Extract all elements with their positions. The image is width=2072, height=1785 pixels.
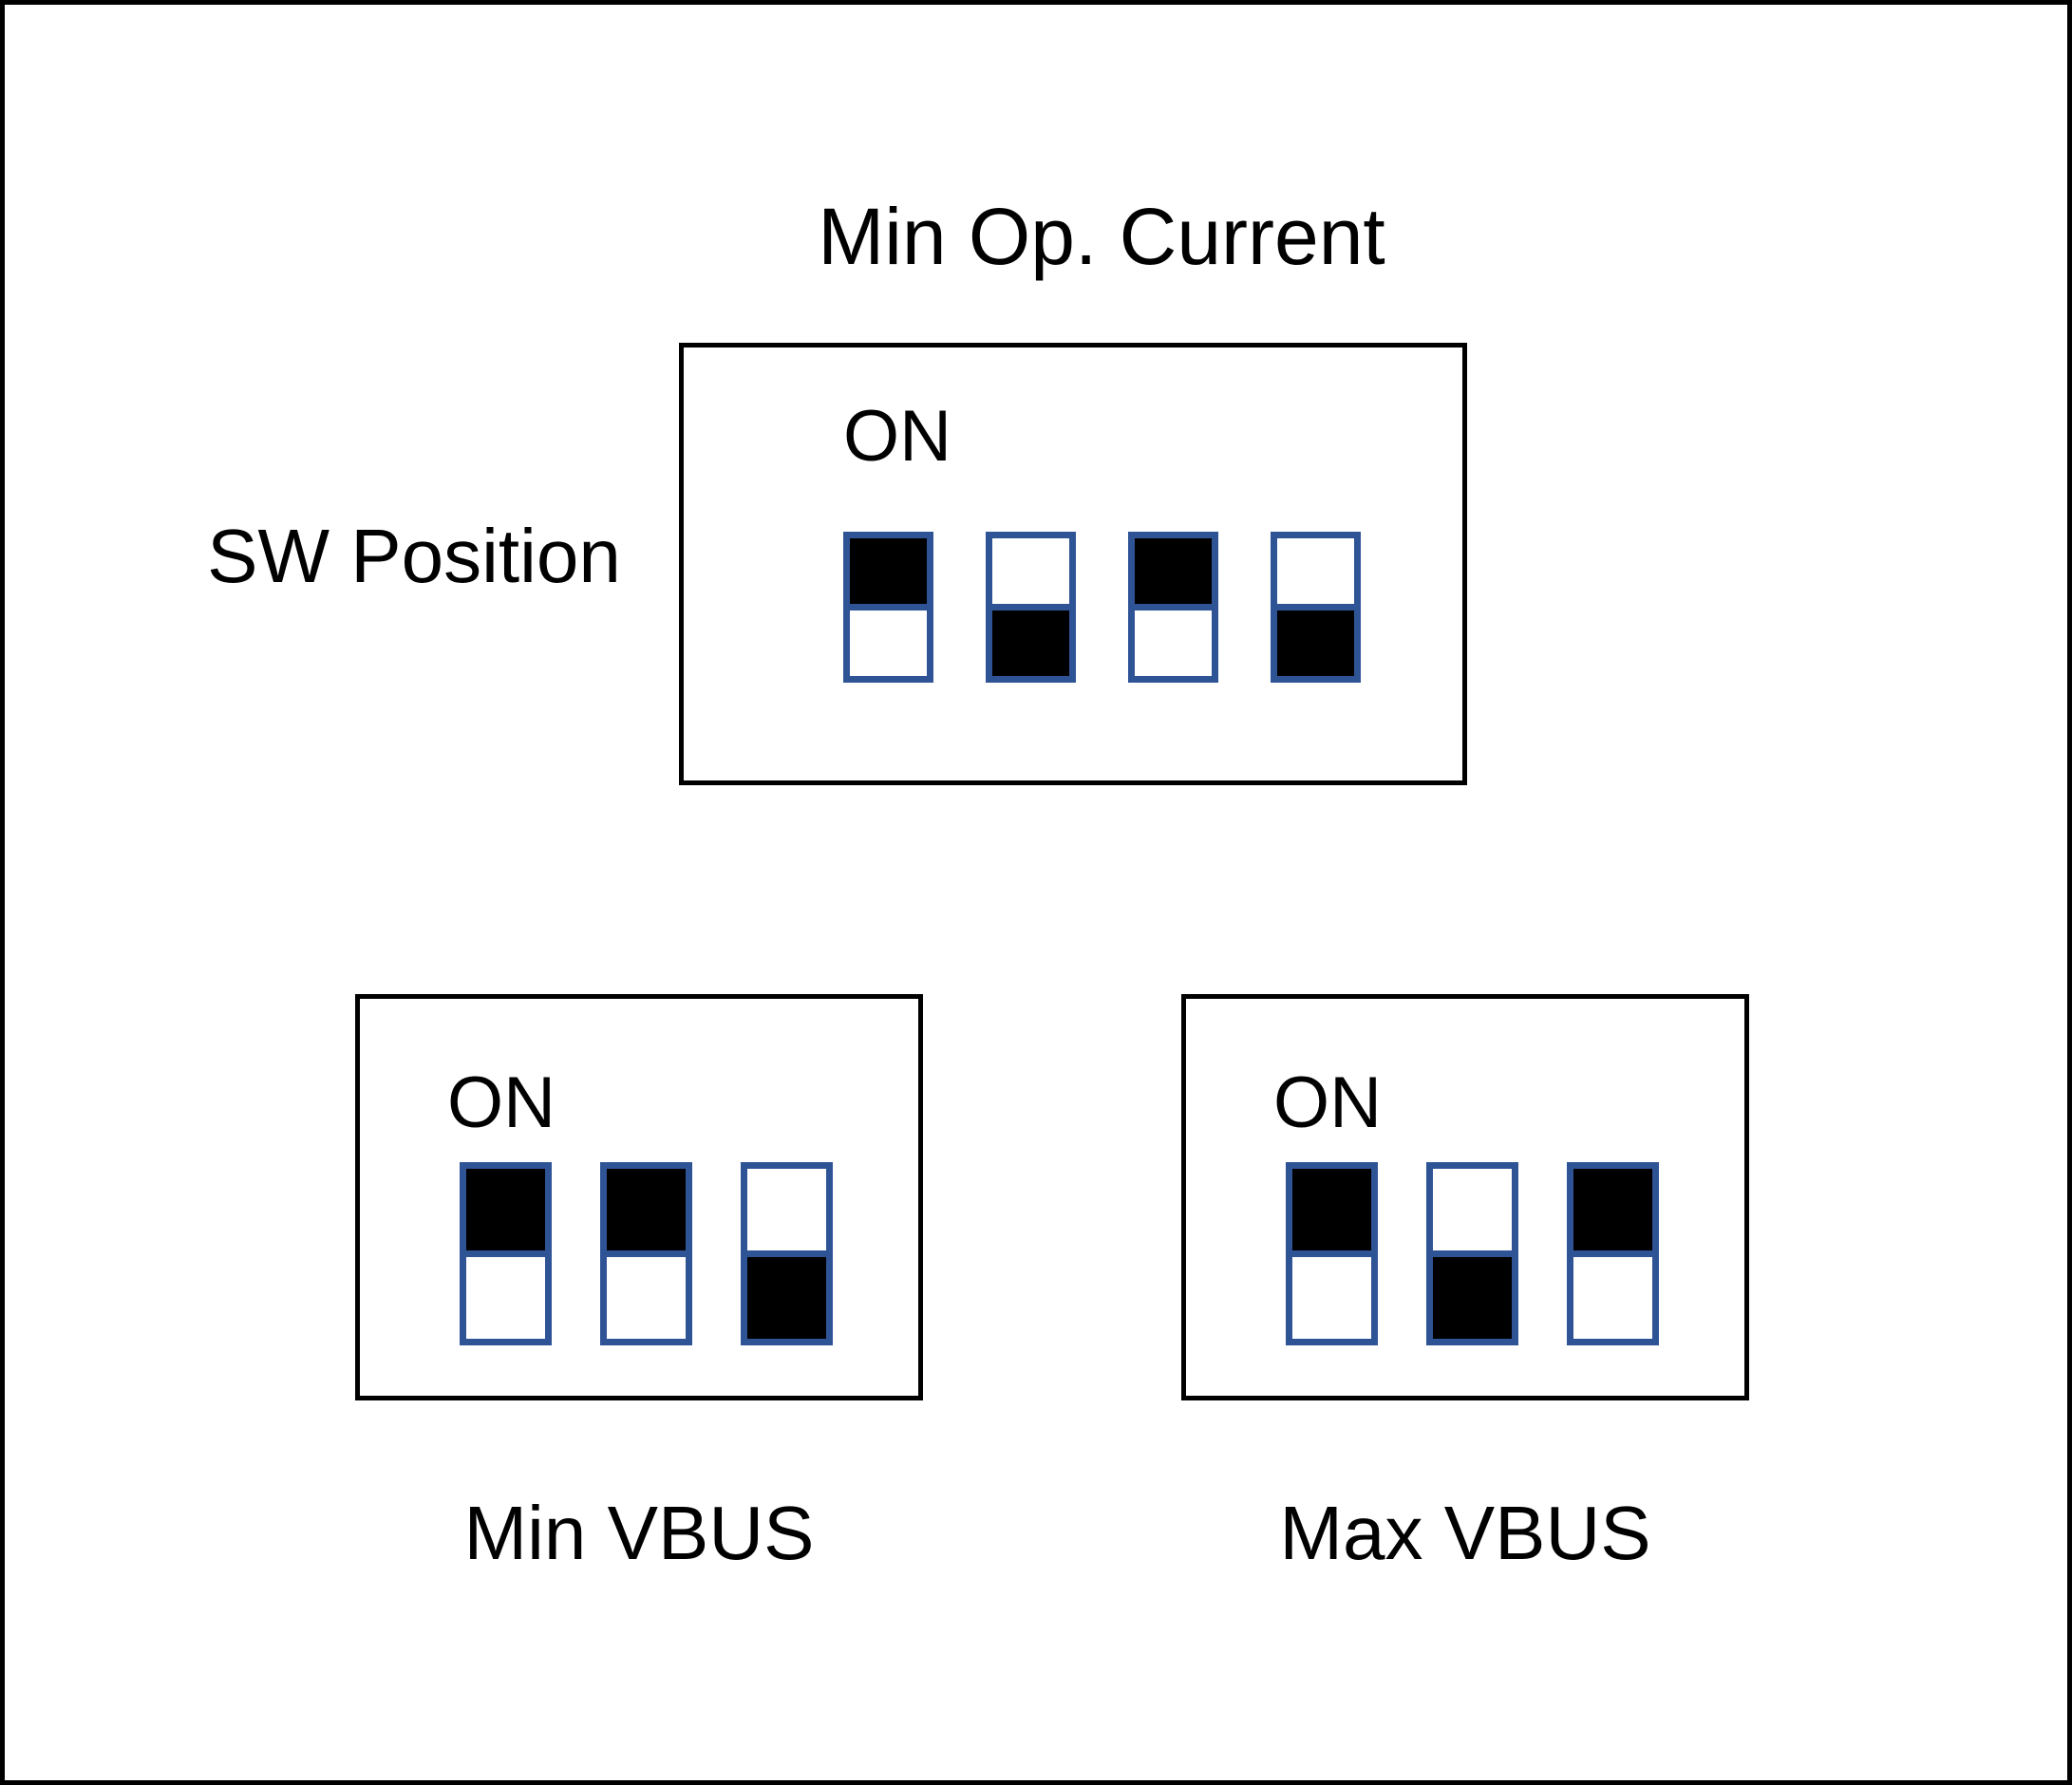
dip-switch-on [460,1162,552,1345]
figure-title: Min Op. Current [818,192,1385,281]
switch-cell-on-position [1426,1162,1518,1257]
dip-switch-off [741,1162,833,1345]
panel-min-vbus: ON [355,994,923,1400]
switch-cell-off-position [1286,1250,1378,1345]
dip-switch-on [1286,1162,1378,1345]
dip-switch-row [1286,1162,1659,1345]
switch-cell-off-position [1128,604,1218,683]
switch-cell-on-position [600,1162,692,1257]
switch-cell-off-position [1567,1250,1659,1345]
on-label: ON [843,396,951,477]
min-vbus-caption: Min VBUS [463,1491,815,1575]
switch-cell-on-position [741,1162,833,1257]
max-vbus-caption: Max VBUS [1279,1491,1651,1575]
switch-cell-on-position [986,532,1076,611]
switch-cell-off-position [460,1250,552,1345]
switch-cell-on-position [1271,532,1361,611]
dip-switch-row [460,1162,833,1345]
dip-switch-on [1567,1162,1659,1345]
dip-switch-off [1271,532,1361,683]
switch-cell-off-position [1426,1250,1518,1345]
switch-cell-off-position [741,1250,833,1345]
dip-switch-on [1128,532,1218,683]
dip-switch-off [1426,1162,1518,1345]
dip-switch-on [600,1162,692,1345]
on-label: ON [447,1062,556,1143]
switch-cell-on-position [843,532,933,611]
sw-position-label: SW Position [207,514,621,598]
switch-cell-off-position [986,604,1076,683]
panel-min-op-current: ON [679,343,1467,785]
switch-cell-off-position [843,604,933,683]
dip-switch-row [843,532,1361,683]
switch-cell-off-position [1271,604,1361,683]
on-label: ON [1273,1062,1382,1143]
switch-cell-on-position [1567,1162,1659,1257]
dip-switch-on [843,532,933,683]
switch-cell-on-position [460,1162,552,1257]
dip-switch-off [986,532,1076,683]
panel-max-vbus: ON [1181,994,1749,1400]
switch-cell-off-position [600,1250,692,1345]
switch-cell-on-position [1128,532,1218,611]
switch-cell-on-position [1286,1162,1378,1257]
